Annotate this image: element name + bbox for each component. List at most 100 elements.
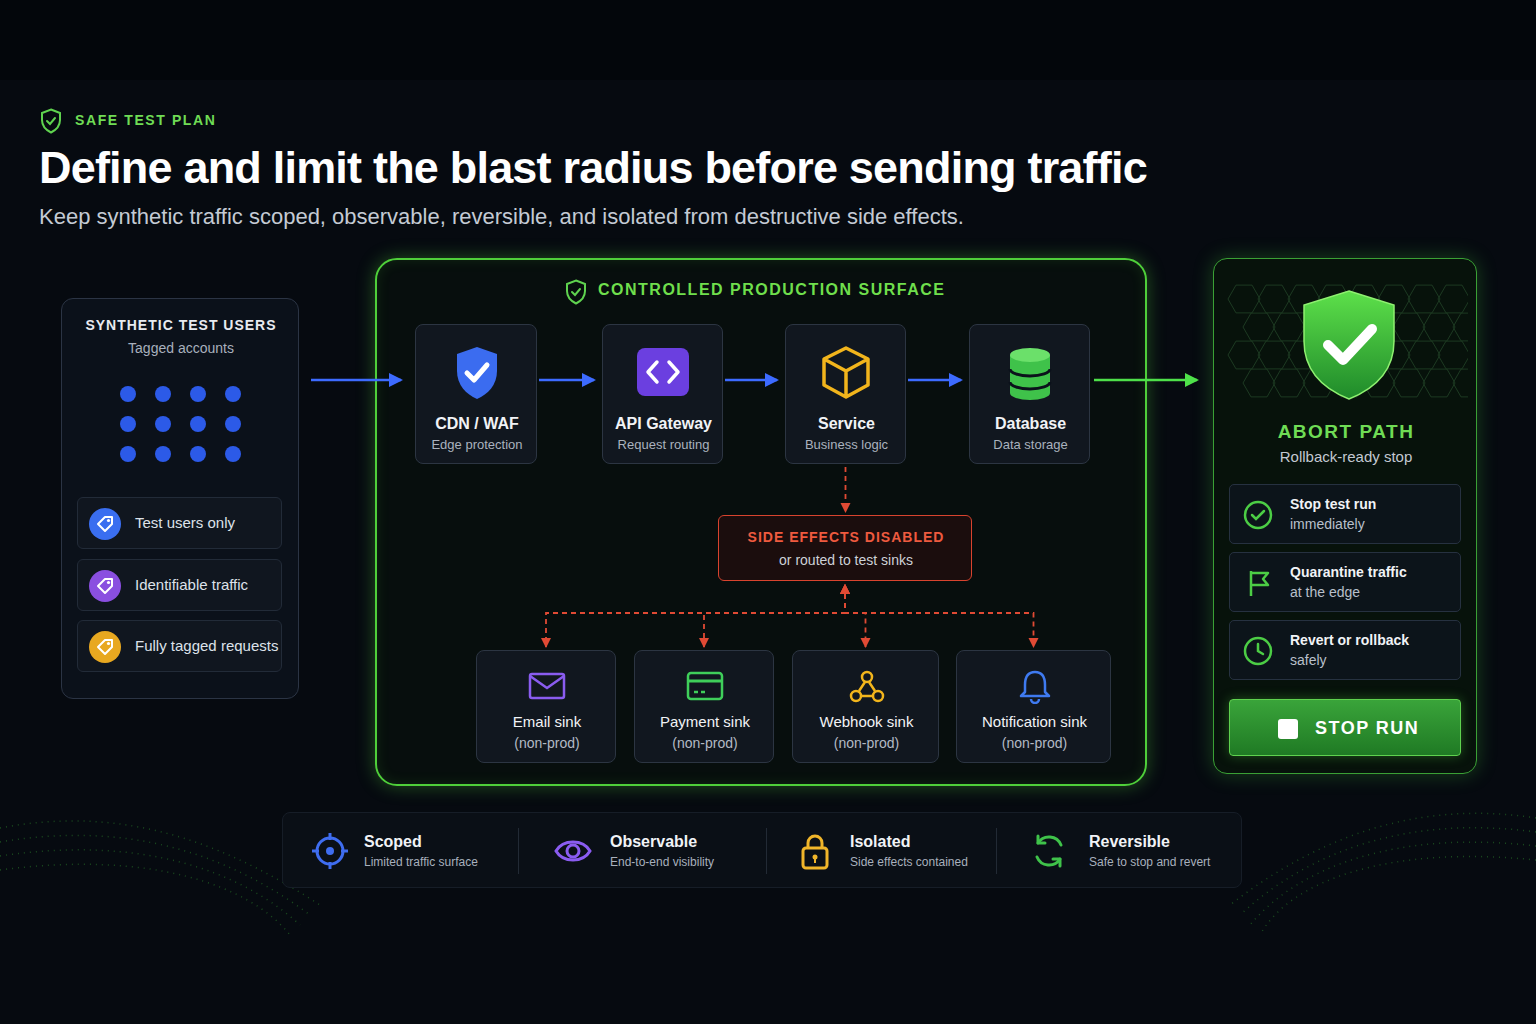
node-text: SYNTHETIC TEST USERS — [62, 317, 300, 335]
shield-icon — [565, 279, 587, 305]
icon-path — [467, 365, 487, 380]
icon-g — [851, 672, 883, 701]
principle-icon — [310, 831, 350, 871]
icon-circle — [190, 416, 206, 432]
icon-path — [1453, 369, 1468, 397]
icon-path — [1252, 511, 1264, 519]
tag-item: Identifiable traffic — [77, 559, 282, 611]
node-text: Webhook sink — [793, 713, 940, 732]
icon-path — [1228, 285, 1260, 313]
icon-path — [457, 347, 497, 399]
icon-path — [1393, 369, 1425, 397]
icon-circle — [107, 519, 110, 522]
icon-path — [572, 289, 580, 295]
node-text: (non-prod) — [477, 735, 617, 753]
node-text: Observable — [610, 832, 760, 852]
node-text: Quarantine traffic — [1290, 564, 1460, 582]
user-panel: SYNTHETIC TEST USERSTagged accountsTest … — [61, 298, 299, 699]
icon-path — [98, 640, 112, 654]
tag-item: Test users only — [77, 497, 282, 549]
icon-path — [1258, 644, 1263, 654]
node-text: Side effects contained — [850, 855, 995, 870]
icon-rect — [530, 674, 564, 698]
flag-icon — [1243, 568, 1273, 598]
icon-circle — [190, 386, 206, 402]
node-text: or routed to test sinks — [719, 552, 973, 570]
icon-circle — [120, 386, 136, 402]
sink-icon — [685, 668, 725, 704]
action-item: Revert or rollback safely — [1229, 620, 1461, 680]
icon-path — [530, 676, 564, 688]
icon-path — [648, 362, 678, 382]
icon-path — [1038, 837, 1061, 845]
icon-circle — [120, 446, 136, 462]
icon-circle — [155, 386, 171, 402]
icon-path — [47, 118, 55, 124]
icon-path — [98, 517, 112, 531]
icon-circle — [862, 672, 872, 682]
node-text: Request routing — [603, 437, 724, 453]
icon-path — [688, 680, 722, 683]
icon-path — [1250, 842, 1536, 925]
icon-g — [1021, 672, 1049, 703]
icon-g — [803, 836, 827, 868]
shield-check-icon — [1300, 289, 1398, 401]
node-text: Revert or rollback — [1290, 632, 1460, 650]
code-icon — [635, 347, 691, 397]
clock-icon — [1243, 636, 1273, 666]
icon-rect — [688, 673, 722, 699]
icon-circle — [567, 845, 579, 857]
abort-panel: ABORT PATHRollback-ready stopStop test r… — [1213, 258, 1477, 774]
icon-path — [1251, 571, 1268, 596]
icon-circle — [1245, 502, 1271, 528]
user-dots — [114, 384, 284, 464]
icon-path — [1258, 341, 1290, 369]
tag-item: Fully tagged requests — [77, 620, 282, 672]
icon-circle — [326, 847, 334, 855]
icon-path — [1423, 313, 1455, 341]
icon-path — [1408, 285, 1440, 313]
icon-path — [1423, 369, 1455, 397]
node-text: Database — [970, 414, 1091, 434]
icon-path — [1228, 341, 1260, 369]
icon-path — [1010, 369, 1050, 389]
icon-path — [1408, 341, 1440, 369]
node-text: safely — [1290, 652, 1460, 670]
icon-path — [1243, 369, 1275, 397]
icon-circle — [225, 416, 241, 432]
icon-circle — [190, 446, 206, 462]
node-text: End-to-end visibility — [610, 855, 760, 870]
node-text: CDN / WAF — [416, 414, 538, 434]
icon-circle — [317, 838, 343, 864]
process-box: CDN / WAF Edge protection — [415, 324, 537, 464]
icon-path — [1328, 329, 1372, 360]
icon-rect — [803, 848, 827, 868]
action-item: Quarantine trafficat the edge — [1229, 552, 1461, 612]
icon-path — [1021, 672, 1049, 696]
principle-item: ScopedLimited traffic surface — [308, 825, 513, 881]
node-text: API Gateway — [603, 414, 724, 434]
principle-item: ReversibleSafe to stop and revert — [1027, 825, 1237, 881]
node-text: Test users only — [135, 514, 280, 533]
node-text: ABORT PATH — [1214, 420, 1478, 444]
principle-item: IsolatedSide effects contained — [793, 825, 993, 881]
node-text: Safe to stop and revert — [1089, 855, 1237, 870]
icon-path — [1273, 313, 1305, 341]
icon-path — [0, 864, 290, 935]
principle-icon — [1029, 831, 1069, 871]
node-text: Limited traffic surface — [364, 855, 514, 870]
icon-path — [1258, 285, 1290, 313]
node-text: Isolated — [850, 832, 995, 852]
icon-path — [567, 281, 585, 304]
node-text: Stop test run — [1290, 496, 1460, 514]
icon-path — [1230, 813, 1536, 905]
node-text: Identifiable traffic — [135, 576, 280, 595]
node-text: Edge protection — [416, 437, 538, 453]
node-text: Notification sink — [957, 713, 1112, 732]
node-text: (non-prod) — [635, 735, 775, 753]
icon-circle — [89, 631, 121, 663]
database-icon — [1006, 345, 1054, 401]
icon-path — [312, 833, 348, 869]
page-text: Keep synthetic traffic scoped, observabl… — [39, 203, 1489, 231]
